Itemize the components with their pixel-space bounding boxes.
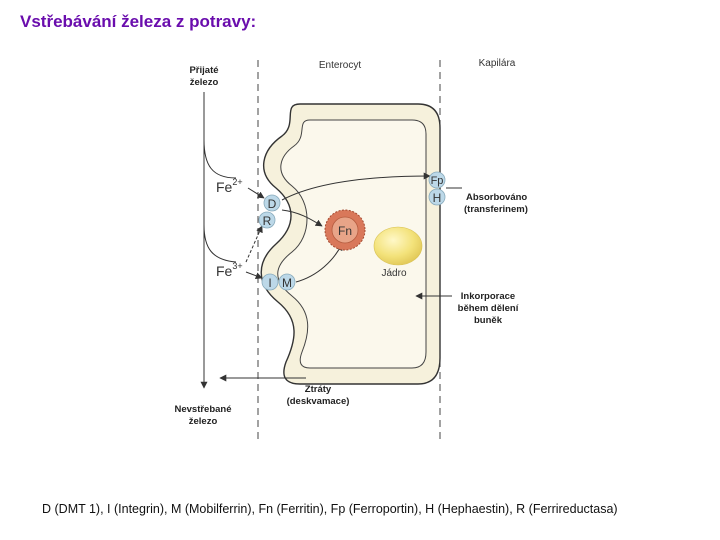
absorbed-label-line2: (transferinem)	[464, 204, 528, 215]
abbreviations-caption: D (DMT 1), I (Integrin), M (Mobilferrin)…	[42, 502, 618, 516]
intake-label-line1: Přijaté	[189, 65, 218, 76]
incorporation-label-line1: Inkorporace	[461, 291, 515, 302]
incorporation-label-line3: buněk	[474, 315, 503, 326]
losses-label-line1: Ztráty	[305, 384, 332, 395]
hephaestin-label: H	[433, 191, 442, 205]
dmt1-label: D	[268, 197, 277, 211]
fe3-label: Fe3+	[216, 261, 243, 279]
nucleus-label: Jádro	[381, 268, 406, 279]
intake-label-line2: železo	[190, 77, 219, 88]
absorbed-label-line1: Absorbováno	[466, 192, 527, 203]
fe3-branch-line	[204, 225, 236, 262]
fe2-branch-line	[204, 140, 236, 178]
fe2-label: Fe2+	[216, 177, 243, 195]
fe2-to-dmt-arrow	[248, 188, 264, 198]
ferroportin-label: Fp	[431, 175, 444, 187]
nucleus-shape	[374, 227, 422, 265]
losses-label-line2: (deskvamace)	[287, 396, 350, 407]
fe3-to-integrin-arrow	[246, 272, 262, 278]
incorporation-label-line2: během dělení	[458, 303, 519, 314]
mobilferrin-label: M	[282, 276, 292, 290]
fe3-reduction-arrow	[246, 226, 262, 262]
ferrireductase-label: R	[263, 214, 272, 228]
capillary-label: Kapilára	[479, 58, 516, 69]
integrin-label: I	[268, 276, 271, 290]
unabsorbed-label-line2: železo	[189, 416, 218, 427]
enterocyte-label: Enterocyt	[319, 60, 361, 71]
ferritin-label: Fn	[338, 224, 352, 238]
unabsorbed-label-line1: Nevstřebané	[174, 404, 231, 415]
